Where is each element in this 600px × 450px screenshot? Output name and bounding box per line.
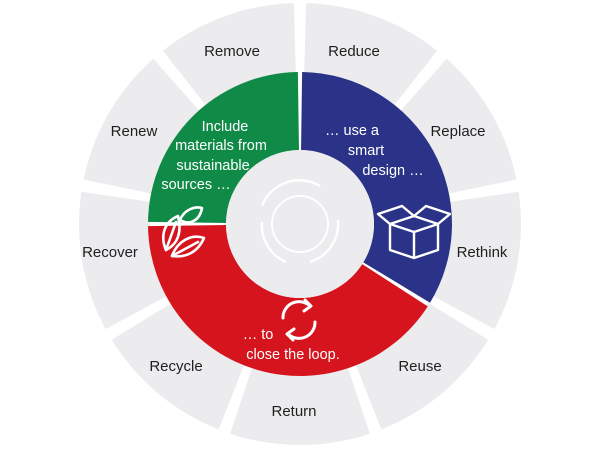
inner-text-smart-design: … use a smart design … [325,123,424,179]
green-line-4: sources … [161,177,230,193]
outer-label-return: Return [271,403,316,420]
outer-segment-remove [162,3,296,107]
leaves-icon [162,206,206,258]
open-box-icon [376,204,452,260]
outer-label-recycle: Recycle [149,358,202,375]
outer-label-rethink: Rethink [457,244,508,261]
green-line-2: materials from [175,138,267,154]
cycle-arrows-icon [260,179,340,264]
outer-segment-replace [399,58,517,194]
outer-segment-return [230,366,370,445]
inner-segment-sustainable-materials [148,72,299,223]
recycle-arrows-icon [281,298,317,342]
outer-label-recover: Recover [82,244,138,261]
outer-segment-reduce [304,3,438,107]
outer-segment-renew [83,58,201,194]
outer-ring [78,3,521,445]
blue-line-1: … use a [325,123,380,139]
red-line-1: … to [243,327,274,343]
blue-line-2: smart [348,143,384,159]
green-line-3: sustainable [176,158,249,174]
outer-label-reduce: Reduce [328,43,380,60]
outer-label-remove: Remove [204,43,260,60]
outer-label-renew: Renew [111,123,158,140]
outer-segment-rethink [431,191,521,330]
outer-labels: Reduce Replace Rethink Reuse Return Recy… [82,43,508,420]
center-hub [226,150,374,298]
blue-line-3: design … [362,163,423,179]
outer-segment-recover [78,191,169,330]
outer-segment-recycle [111,302,245,430]
red-line-2: close the loop. [246,347,340,363]
outer-label-replace: Replace [430,123,485,140]
center-circle [226,150,374,298]
inner-text-close-loop: … to close the loop. [243,327,340,363]
green-line-1: Include [202,119,249,135]
inner-segment-close-loop [148,225,428,376]
outer-label-reuse: Reuse [398,358,441,375]
outer-segment-reuse [355,302,489,430]
inner-text-sustainable: Include materials from sustainable sourc… [161,119,267,193]
